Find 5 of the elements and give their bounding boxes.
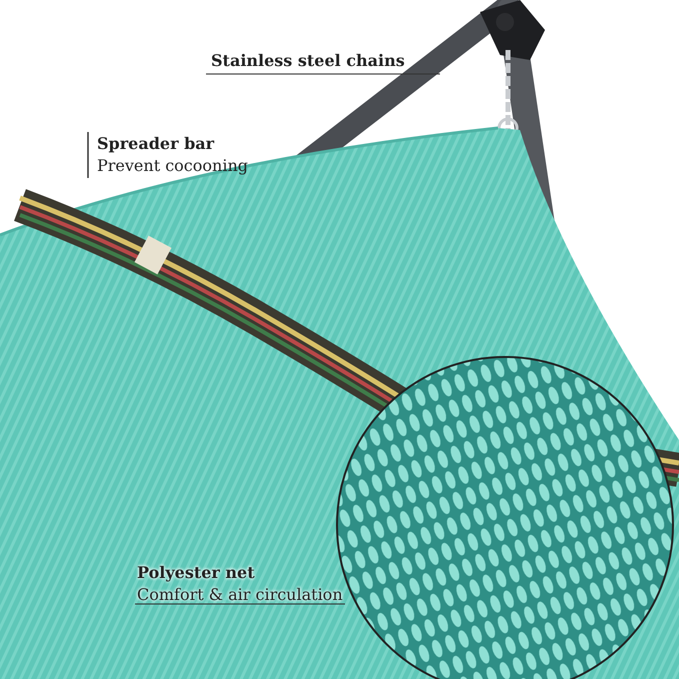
callout-caption: Prevent cocooning (97, 156, 248, 175)
callout-title: Spreader bar (97, 134, 214, 153)
callout-title: Stainless steel chains (211, 51, 405, 70)
callout-title: Polyester net (137, 563, 255, 582)
callout-caption: Comfort & air circulation (137, 585, 343, 604)
